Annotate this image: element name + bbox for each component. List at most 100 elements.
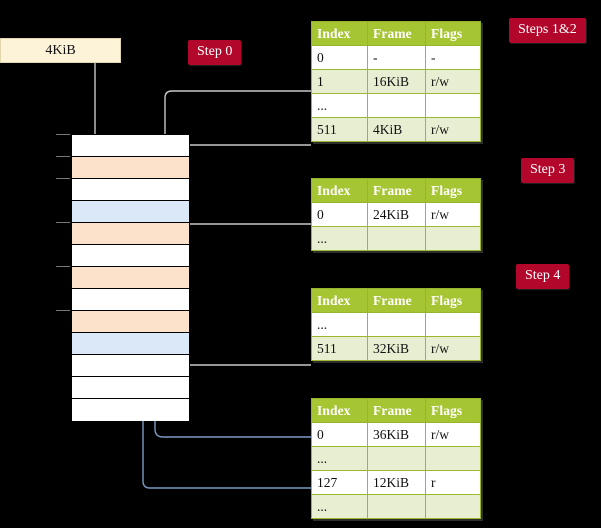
- wire-table2-row0-to-memory: [171, 223, 311, 304]
- memory-frame-0: [72, 135, 189, 157]
- wire-table3-row511-to-memory: [173, 308, 311, 366]
- badge-step-0: Step 0: [188, 40, 242, 65]
- cell-frame: -: [367, 45, 426, 70]
- cell-flags: r/w: [425, 69, 481, 94]
- cell-frame: 4KiB: [367, 117, 426, 142]
- wire-table1-row511-to-memory: [171, 144, 311, 162]
- memory-frame-9: [72, 333, 189, 355]
- cell-flags: [425, 446, 481, 471]
- column-header-frame: Frame: [367, 178, 426, 203]
- cell-flags: [425, 226, 481, 251]
- cell-flags: r/w: [425, 117, 481, 142]
- column-header-flags: Flags: [425, 398, 481, 423]
- virtual-address-label: 4KiB: [45, 43, 76, 58]
- cell-index: 511: [311, 336, 368, 361]
- column-header-index: Index: [311, 288, 368, 313]
- column-header-index: Index: [311, 398, 368, 423]
- cell-frame: 32KiB: [367, 336, 426, 361]
- table-row[interactable]: ...: [311, 93, 481, 118]
- cell-flags: r/w: [425, 336, 481, 361]
- memory-frame-4: [72, 223, 189, 245]
- table-row[interactable]: ...: [311, 494, 481, 519]
- cell-flags: r/w: [425, 422, 481, 447]
- badge-steps-1-2: Steps 1&2: [509, 18, 586, 43]
- cell-frame: [367, 93, 426, 118]
- cell-frame: 24KiB: [367, 202, 426, 227]
- cell-flags: -: [425, 45, 481, 70]
- table-row[interactable]: ...: [311, 312, 481, 337]
- cell-frame: [367, 312, 426, 337]
- cell-flags: [425, 93, 481, 118]
- cell-index: 511: [311, 117, 368, 142]
- column-header-frame: Frame: [367, 21, 426, 46]
- cell-index: ...: [311, 93, 368, 118]
- memory-tick-2: [56, 178, 70, 179]
- cell-frame: [367, 446, 426, 471]
- memory-tick-0: [56, 134, 70, 135]
- badge-step-4: Step 4: [516, 264, 570, 289]
- column-header-frame: Frame: [367, 288, 426, 313]
- memory-frame-1: [72, 157, 189, 179]
- badge-step-3: Step 3: [521, 158, 575, 183]
- cell-index: 0: [311, 45, 368, 70]
- cell-flags: [425, 312, 481, 337]
- cell-index: 1: [311, 69, 368, 94]
- cell-frame: 36KiB: [367, 422, 426, 447]
- cell-frame: [367, 226, 426, 251]
- badge-steps-1-2-label: Steps 1&2: [518, 22, 577, 37]
- virtual-address-box: 4KiB: [0, 38, 121, 63]
- table-row[interactable]: ...: [311, 226, 481, 251]
- cell-index: ...: [311, 226, 368, 251]
- memory-frame-3: [72, 201, 189, 223]
- table-row[interactable]: ...: [311, 446, 481, 471]
- memory-frame-8: [72, 311, 189, 333]
- cell-index: ...: [311, 312, 368, 337]
- cell-index: 0: [311, 202, 368, 227]
- memory-tick-4: [56, 222, 70, 223]
- column-header-index: Index: [311, 21, 368, 46]
- cell-index: ...: [311, 446, 368, 471]
- memory-frame-10: [72, 355, 189, 377]
- badge-step-0-label: Step 0: [197, 44, 233, 59]
- column-header-frame: Frame: [367, 398, 426, 423]
- memory-tick-1: [56, 156, 70, 157]
- cell-index: 0: [311, 422, 368, 447]
- column-header-flags: Flags: [425, 288, 481, 313]
- memory-frame-6: [72, 267, 189, 289]
- physical-memory-column: [71, 134, 190, 421]
- table-row[interactable]: 0--: [311, 45, 481, 70]
- memory-tick-6: [56, 266, 70, 267]
- cell-flags: r/w: [425, 202, 481, 227]
- memory-frame-5: [72, 245, 189, 267]
- memory-frame-7: [72, 289, 189, 311]
- memory-frame-11: [72, 377, 189, 399]
- cell-flags: r: [425, 470, 481, 495]
- column-header-flags: Flags: [425, 178, 481, 203]
- cell-frame: 12KiB: [367, 470, 426, 495]
- cell-flags: [425, 494, 481, 519]
- cell-index: 127: [311, 470, 368, 495]
- cell-frame: [367, 494, 426, 519]
- cell-index: ...: [311, 494, 368, 519]
- cell-frame: 16KiB: [367, 69, 426, 94]
- badge-step-4-label: Step 4: [525, 268, 561, 283]
- memory-tick-8: [56, 310, 70, 311]
- memory-frame-2: [72, 179, 189, 201]
- column-header-flags: Flags: [425, 21, 481, 46]
- badge-step-3-label: Step 3: [530, 162, 566, 177]
- column-header-index: Index: [311, 178, 368, 203]
